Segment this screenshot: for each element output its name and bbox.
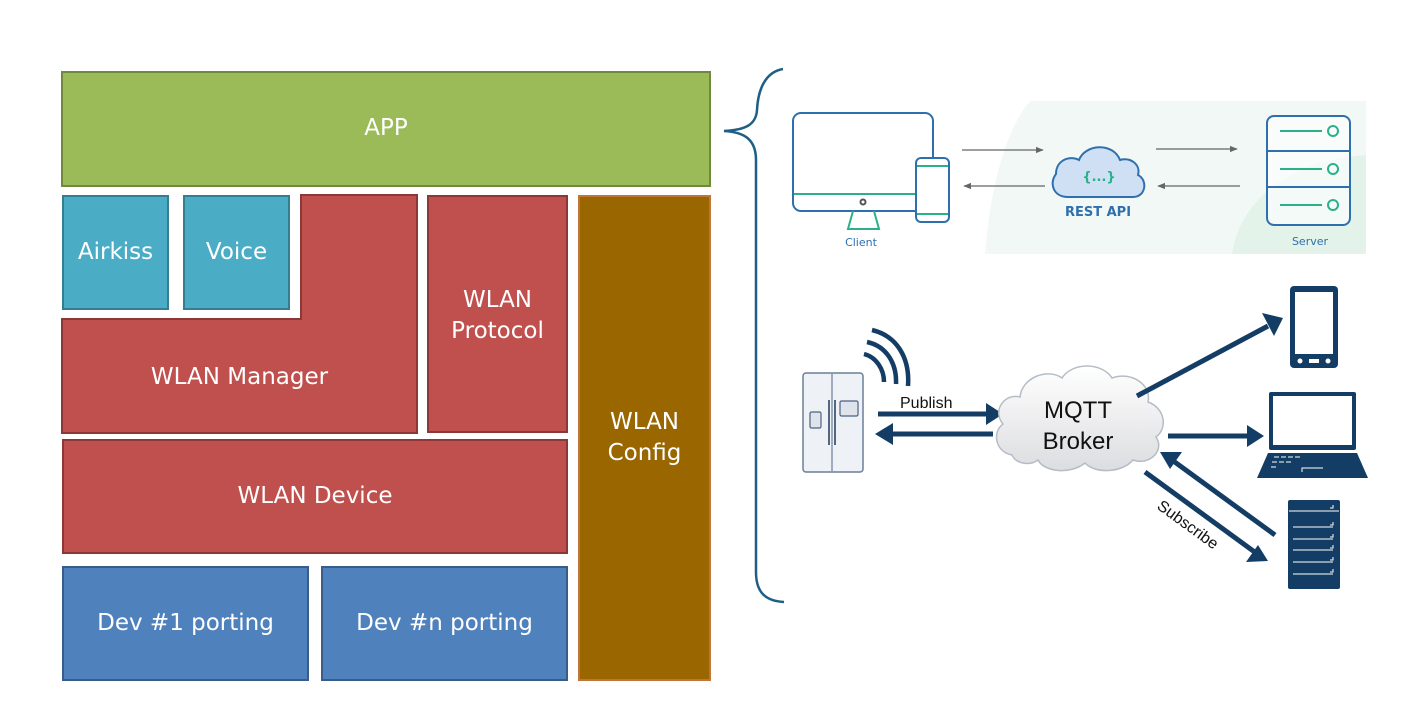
rest-api-glyph: {...} — [1082, 170, 1115, 185]
wlan-config-label-1: WLAN — [609, 408, 680, 435]
wlan-manager-label-wrap: WLAN Manager — [62, 364, 417, 390]
wifi-signal-icon — [863, 327, 911, 387]
client-monitor-icon — [792, 112, 934, 230]
wlan-protocol-label-2: Protocol — [451, 318, 544, 345]
publish-label: Publish — [900, 395, 952, 412]
server-rack-icon — [1288, 500, 1340, 589]
subscribe-down-arrow — [1143, 469, 1268, 562]
client-phone-icon — [915, 157, 950, 223]
laptop-icon — [1257, 392, 1368, 478]
return-arrow — [875, 423, 993, 445]
devn-porting-block: Dev #n porting — [321, 566, 568, 681]
server-icon — [1266, 115, 1351, 226]
dev1-porting-block: Dev #1 porting — [62, 566, 309, 681]
curly-bracket — [723, 67, 785, 604]
dev1-porting-label: Dev #1 porting — [97, 609, 274, 636]
wlan-protocol-label-1: WLAN — [462, 287, 533, 313]
wlan-device-label: WLAN Device — [237, 482, 393, 509]
publish-arrow — [878, 403, 1003, 425]
app-label: APP — [364, 115, 408, 142]
broker-to-laptop-arrow — [1168, 425, 1264, 447]
smartphone-icon — [1290, 286, 1338, 368]
app-layer: APP — [61, 71, 711, 187]
wlan-manager-label: WLAN Manager — [150, 364, 329, 390]
rest-api-cloud-icon — [1051, 146, 1146, 198]
rest-api-label: REST API — [1065, 205, 1131, 220]
subscribe-up-arrow — [1160, 452, 1277, 538]
mqtt-broker-label-2: Broker — [1043, 428, 1114, 455]
wlan-config-label-2: Config — [607, 440, 682, 466]
server-label: Server — [1292, 235, 1329, 248]
client-label: Client — [845, 236, 878, 249]
devn-porting-label: Dev #n porting — [356, 609, 533, 636]
fridge-icon — [802, 372, 864, 473]
wlan-device-block: WLAN Device — [62, 439, 568, 554]
mqtt-broker-label-1: MQTT — [1044, 397, 1112, 424]
wlan-protocol-block: WLAN Protocol — [427, 195, 568, 433]
broker-to-phone-arrow — [1135, 313, 1283, 399]
mqtt-broker-cloud — [995, 365, 1164, 472]
wlan-config-block: WLAN Config — [578, 195, 711, 681]
